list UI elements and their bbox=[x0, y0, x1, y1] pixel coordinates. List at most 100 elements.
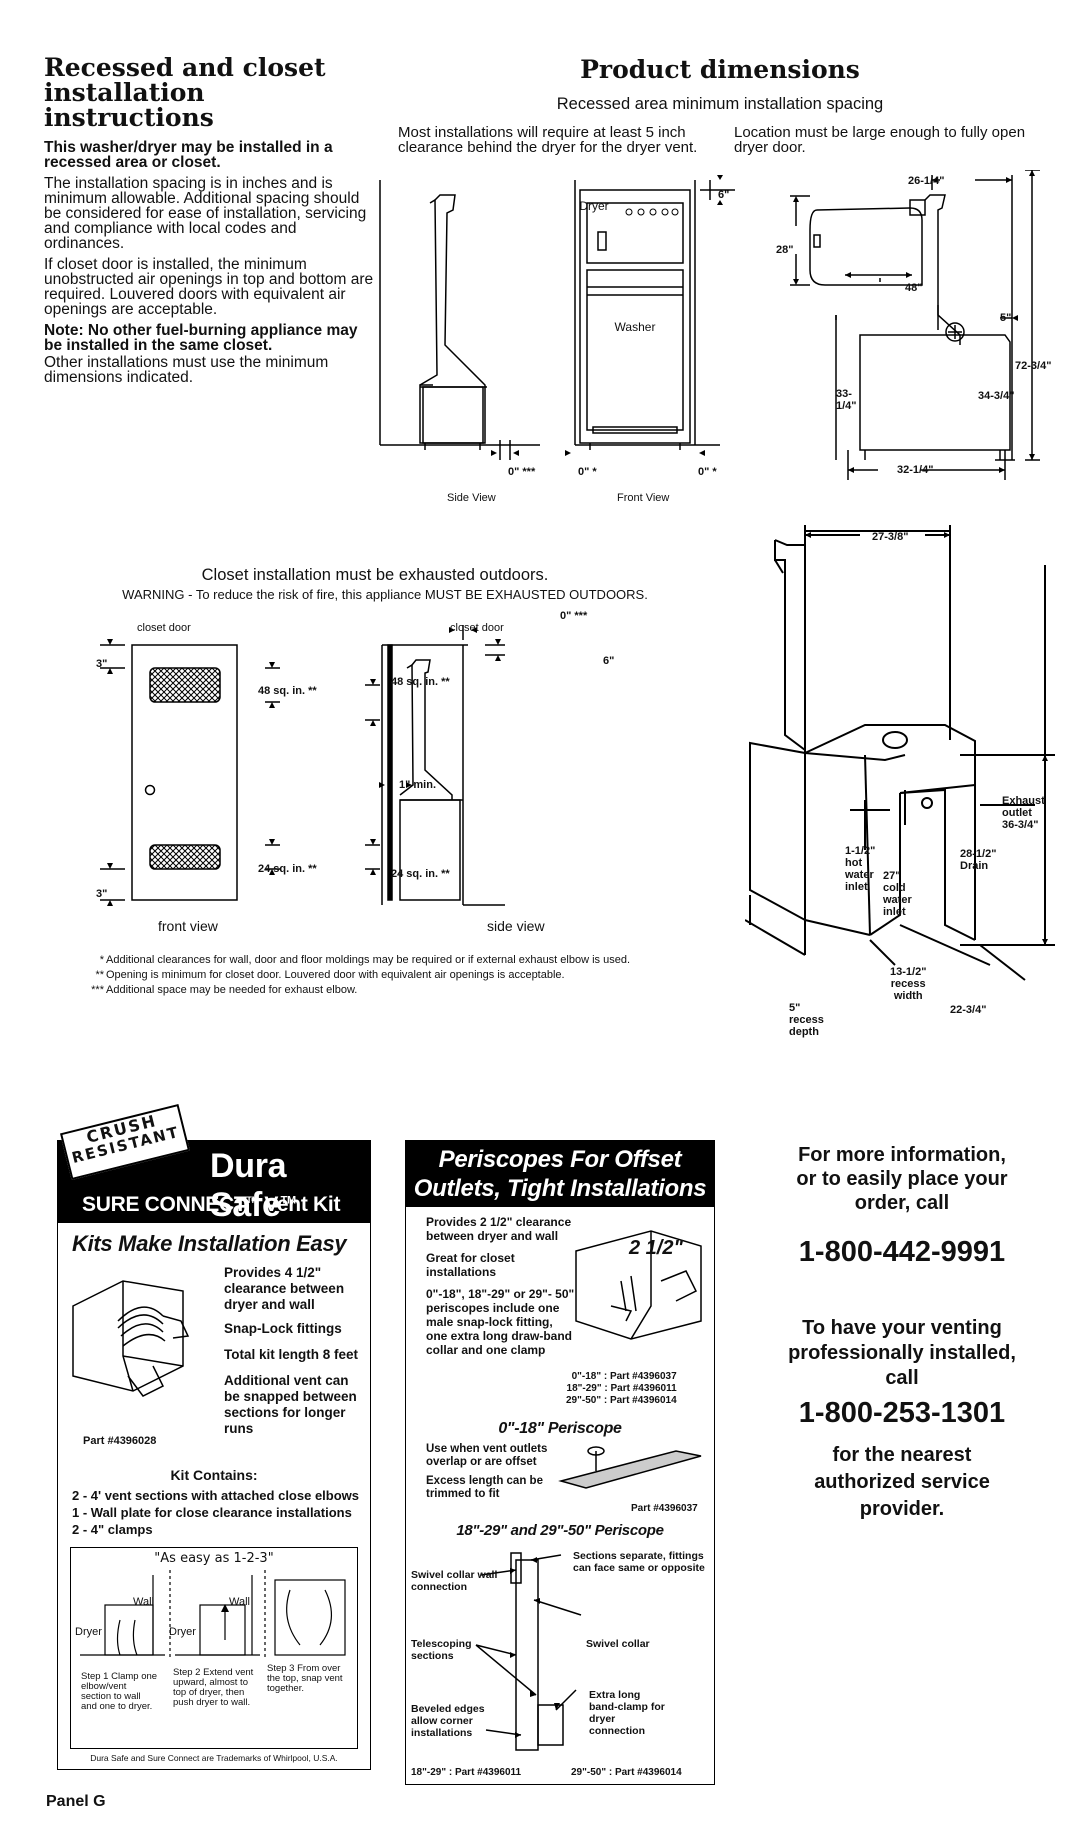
kit-item-2: 1 - Wall plate for close clearance insta… bbox=[72, 1505, 352, 1520]
recess-depth-label: 5" recess depth bbox=[789, 1002, 824, 1038]
durasafe-part: Part #4396028 bbox=[83, 1435, 157, 1447]
footnote-3: *** Additional space may be needed for e… bbox=[91, 984, 358, 996]
washer-label: Washer bbox=[614, 320, 656, 334]
dim-32-1-4: 32-1/4" bbox=[897, 464, 934, 476]
periscope-ad: Periscopes For Offset Outlets, Tight Ins… bbox=[405, 1140, 715, 1785]
closet-title: Closet installation must be exhausted ou… bbox=[201, 566, 549, 584]
feature-length: Total kit length 8 feet bbox=[224, 1347, 359, 1362]
exhaust-outlet-label: Exhaust outlet 36-3/4" bbox=[1002, 795, 1045, 831]
sq48-side: 48 sq. in. ** bbox=[391, 676, 450, 688]
dim-5: 5" bbox=[1000, 312, 1012, 324]
paragraph-closet-door: If closet door is installed, the minimum… bbox=[44, 256, 374, 318]
dim-0-front-right: 0" * bbox=[698, 466, 717, 478]
dim-6-closet: 6" bbox=[603, 655, 615, 667]
dim-34-3-4: 34-3/4" bbox=[978, 390, 1015, 402]
sq24-front: 24 sq. in. ** bbox=[258, 863, 317, 875]
title-line-1: Recessed and closet bbox=[44, 53, 326, 82]
closet-warning: WARNING - To reduce the risk of fire, th… bbox=[122, 587, 648, 602]
step-1-text: Step 1 Clamp one elbow/vent section to w… bbox=[81, 1671, 158, 1712]
footnotes: * Additional clearances for wall, door a… bbox=[80, 954, 690, 997]
dryer-label: Dryer bbox=[579, 199, 609, 213]
order-phone-number[interactable]: 1-800-442-9991 bbox=[798, 1236, 1006, 1268]
callout-swivel-collar: Swivel collar bbox=[586, 1638, 650, 1650]
closet-side-view-label: side view bbox=[487, 918, 545, 934]
durasafe-brand: Dura SafeTM bbox=[210, 1147, 296, 1224]
note-door-open: Location must be large enough to fully o… bbox=[734, 124, 1026, 156]
dim-33-line2: 1/4" bbox=[836, 400, 857, 412]
dim-28: 28" bbox=[776, 244, 794, 256]
wall-label-1: Wall bbox=[133, 1596, 154, 1608]
product-dimensions-title: Product dimensions bbox=[580, 55, 860, 84]
closet-diagrams bbox=[100, 625, 505, 906]
periscope-0-18-part: Part #4396037 bbox=[631, 1503, 698, 1514]
recess-width-label: 13-1/2" recess width bbox=[890, 966, 927, 1002]
hot-water-label: 1-1/2" hot water inlet bbox=[845, 845, 876, 893]
periscope-part-list: 0"-18" : Part #4396037 18"-29" : Part #4… bbox=[566, 1371, 677, 1406]
dim-0-closet: 0" *** bbox=[560, 610, 588, 622]
periscope-feature-closet: Great for closet installations bbox=[426, 1251, 515, 1279]
steps-illustration bbox=[80, 1570, 346, 1660]
closet-front-view-label: front view bbox=[158, 918, 218, 934]
easy-as-123: "As easy as 1-2-3" bbox=[154, 1551, 274, 1566]
panel-label: Panel G bbox=[46, 1793, 106, 1810]
durasafe-headline: Kits Make Installation Easy bbox=[72, 1231, 347, 1256]
periscope-illustration-1 bbox=[575, 1230, 702, 1340]
recessed-closet-section: Recessed and closet installation instruc… bbox=[44, 55, 374, 391]
install-phone-number[interactable]: 1-800-253-1301 bbox=[798, 1397, 1006, 1429]
kit-contains-title: Kit Contains: bbox=[170, 1467, 258, 1483]
note-fuel: Note: No other fuel-burning appliance ma… bbox=[44, 322, 358, 354]
durasafe-features: Provides 4 1/2" clearance between dryer … bbox=[224, 1265, 364, 1437]
paragraph-other: Other installations must use the minimum… bbox=[44, 354, 329, 386]
periscope-18-50-title: 18"-29" and 29"-50" Periscope bbox=[456, 1522, 664, 1539]
dim-1-min: 1" min. bbox=[399, 779, 437, 791]
intro-text: This washer/dryer may be installed in a … bbox=[44, 139, 333, 171]
callout-band-clamp: Extra long band-clamp for dryer connecti… bbox=[589, 1689, 665, 1737]
callout-swivel-wall: Swivel collar wall connection bbox=[411, 1569, 498, 1593]
isometric-recess-diagram bbox=[745, 525, 1055, 981]
recessed-subtitle: Recessed area minimum installation spaci… bbox=[556, 95, 884, 113]
side-view-label: Side View bbox=[447, 492, 496, 504]
feature-additional-vent: Additional vent can be snapped between s… bbox=[224, 1373, 357, 1436]
front-view-label: Front View bbox=[617, 492, 670, 504]
periscope-features: Provides 2 1/2" clearance between dryer … bbox=[426, 1215, 576, 1357]
install-text: To have your venting professionally inst… bbox=[788, 1317, 1016, 1389]
feature-snaplock: Snap-Lock fittings bbox=[224, 1321, 342, 1336]
periscope-feature-sizes: 0"-18", 18"-29" or 29"- 50" periscopes i… bbox=[426, 1287, 575, 1357]
periscope-illustration-2 bbox=[558, 1446, 702, 1489]
periscope-0-18-title: 0"-18" Periscope bbox=[498, 1420, 622, 1437]
periscope-illustration-3 bbox=[475, 1552, 582, 1751]
closet-door-label-front: closet door bbox=[137, 622, 191, 634]
sure-connect-line: SURE CONNECTTM Vent Kit bbox=[82, 1193, 341, 1216]
more-info-text: For more information, or to easily place… bbox=[796, 1144, 1008, 1214]
dim-0-side: 0" *** bbox=[508, 466, 536, 478]
trademark-note: Dura Safe and Sure Connect are Trademark… bbox=[90, 1753, 338, 1763]
dryer-label-2: Dryer bbox=[169, 1626, 196, 1638]
dim-6in: 6" bbox=[718, 189, 730, 201]
periscope-feature-clearance: Provides 2 1/2" clearance between dryer … bbox=[426, 1215, 572, 1243]
recessed-side-front-diagram bbox=[379, 175, 735, 460]
dim-33-line1: 33- bbox=[836, 388, 852, 400]
durasafe-kit-illustration bbox=[72, 1280, 190, 1397]
note-vent-clearance: Most installations will require at least… bbox=[398, 124, 698, 156]
dim-26-1-4: 26-1/4" bbox=[908, 175, 945, 187]
section-title: Recessed and closet installation instruc… bbox=[44, 55, 374, 130]
wall-label-2: Wall bbox=[229, 1596, 250, 1608]
step-3-text: Step 3 From over the top, snap vent toge… bbox=[267, 1663, 343, 1694]
dim-0-front-left: 0" * bbox=[578, 466, 597, 478]
periscope-0-18-notes: Use when vent outlets overlap or are off… bbox=[426, 1443, 548, 1500]
title-line-2: installation instructions bbox=[44, 78, 214, 132]
dim-3-bottom: 3" bbox=[96, 888, 108, 900]
dimensions-side-diagram bbox=[790, 170, 1040, 480]
dim-48: 48" bbox=[905, 282, 923, 294]
drain-label: 28-1/2" Drain bbox=[960, 848, 997, 872]
dryer-label-1: Dryer bbox=[75, 1626, 102, 1638]
closet-door-label-side: closet door bbox=[450, 622, 504, 634]
step-2-text: Step 2 Extend vent upward, almost to top… bbox=[173, 1667, 254, 1708]
dim-22-3-4: 22-3/4" bbox=[950, 1004, 987, 1016]
callout-telescoping: Telescoping sections bbox=[411, 1638, 472, 1662]
kit-item-1: 2 - 4' vent sections with attached close… bbox=[72, 1488, 360, 1503]
durasafe-ad: Dura SafeTM SURE CONNECTTM Vent Kit Kits… bbox=[57, 1140, 371, 1770]
kit-item-3: 2 - 4" clamps bbox=[72, 1522, 153, 1537]
service-provider-text: for the nearest authorized service provi… bbox=[814, 1444, 990, 1520]
callout-beveled: Beveled edges allow corner installations bbox=[411, 1703, 485, 1739]
